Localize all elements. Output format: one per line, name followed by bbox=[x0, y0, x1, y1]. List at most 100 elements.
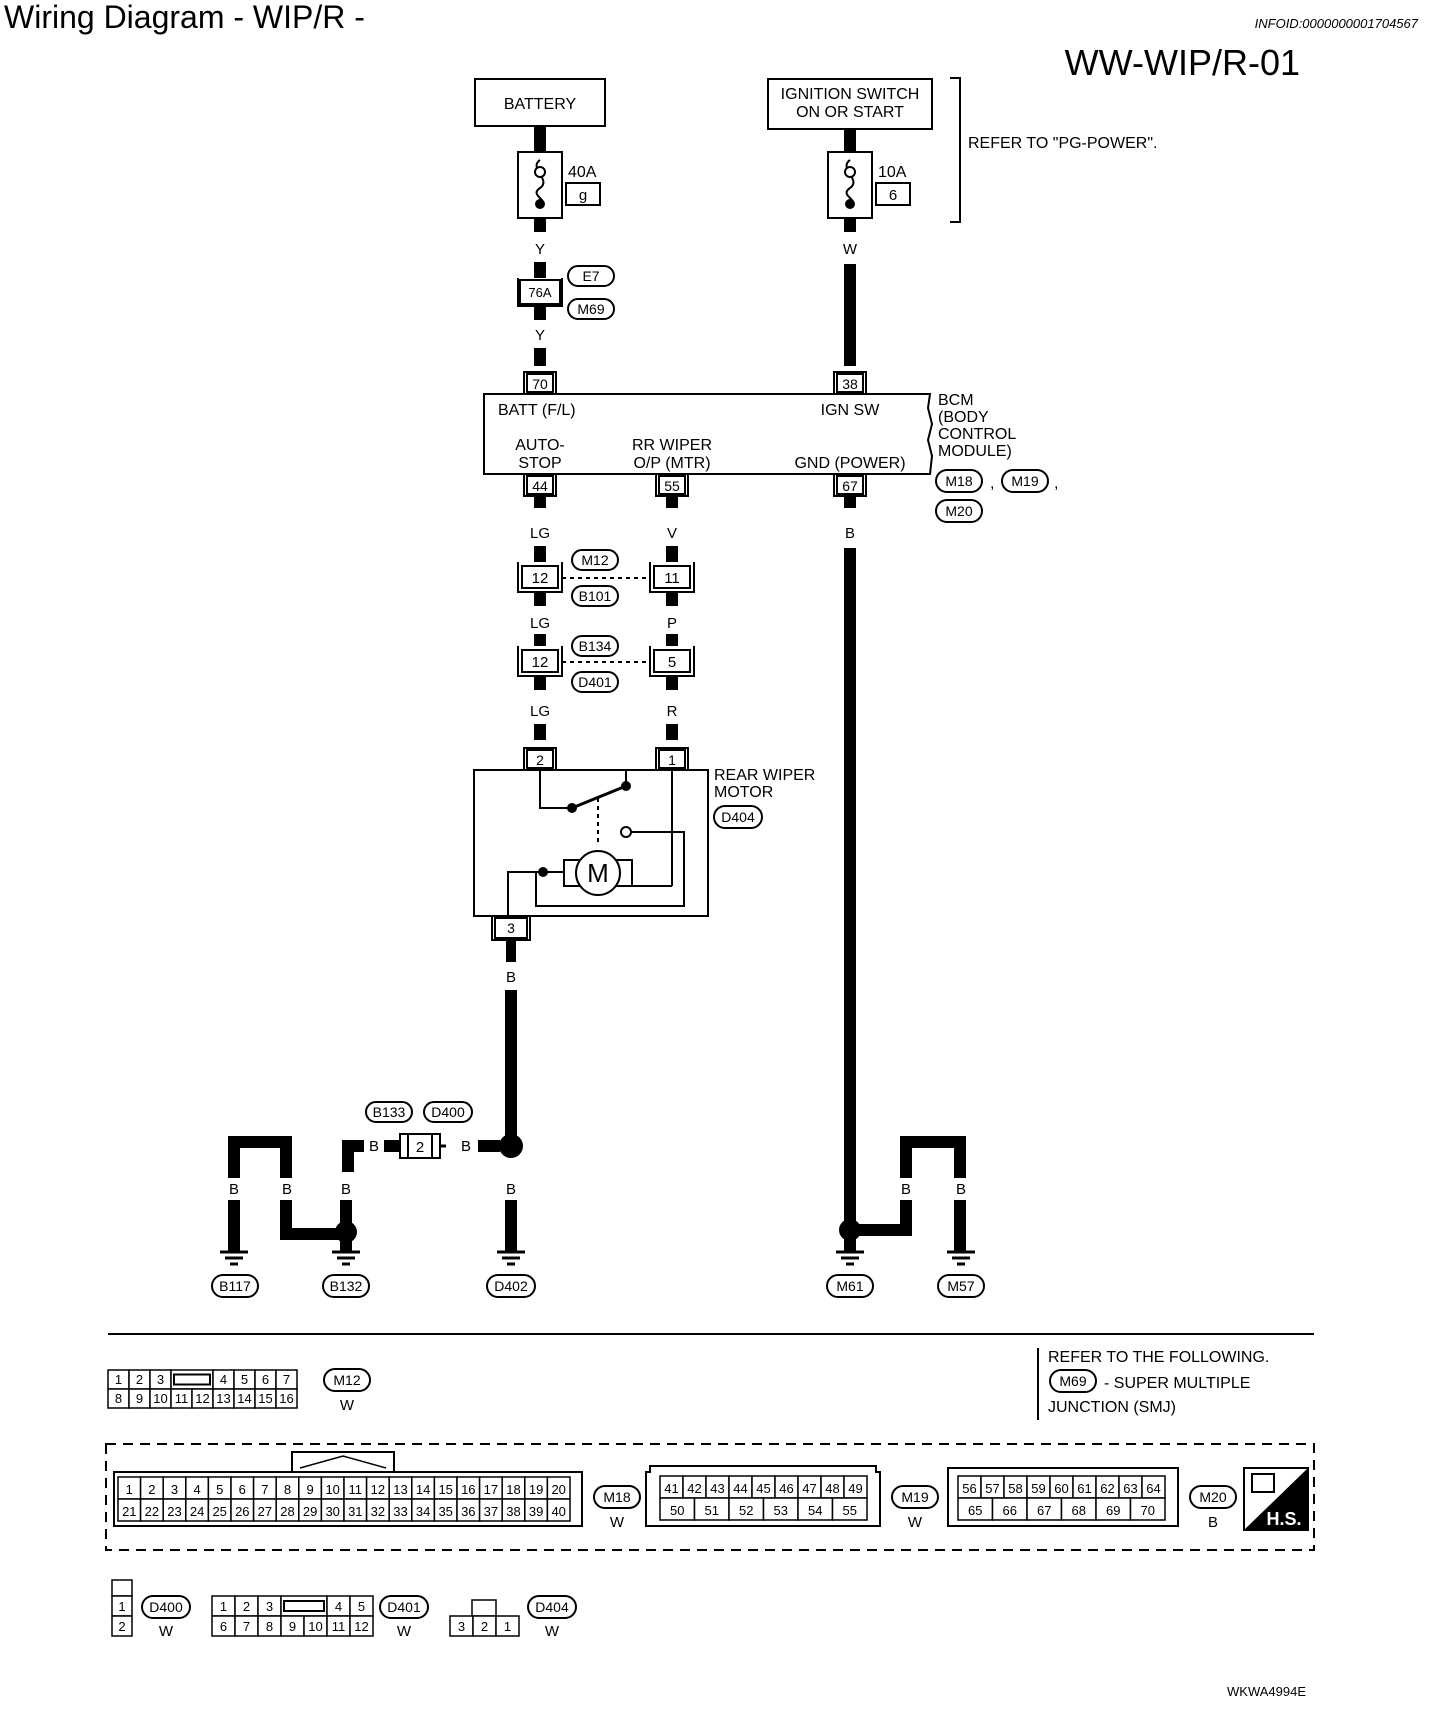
m19-pin: 42 bbox=[687, 1481, 701, 1496]
d400-cell bbox=[111, 1615, 133, 1637]
m18-pin: 15 bbox=[438, 1482, 452, 1497]
m12-pin: 12 bbox=[195, 1391, 209, 1406]
bcm-pin-44: 44 bbox=[532, 478, 548, 494]
info-id: INFOID:0000000001704567 bbox=[1255, 16, 1419, 31]
bcm-conn-m18: M18 bbox=[945, 473, 972, 489]
gj-wire-b-right: B bbox=[461, 1138, 471, 1155]
m12-pin: 14 bbox=[237, 1391, 251, 1406]
m18-pin: 3 bbox=[171, 1482, 178, 1497]
m12-pin: 3 bbox=[157, 1372, 164, 1387]
ground-symbols bbox=[220, 1250, 975, 1266]
wire-color-lg-1: LG bbox=[530, 525, 550, 542]
d404-pin: 3 bbox=[458, 1619, 465, 1634]
bcm-label-auto-1: AUTO- bbox=[515, 437, 564, 454]
d401-pin: 4 bbox=[335, 1599, 342, 1614]
ground-b117: B117 bbox=[219, 1278, 251, 1294]
m18-pin: 31 bbox=[348, 1504, 362, 1519]
bcm-comma-1: , bbox=[990, 475, 994, 492]
m20-pin: 56 bbox=[962, 1481, 976, 1496]
m20-pin: 67 bbox=[1037, 1503, 1051, 1518]
splice-d402 bbox=[499, 1134, 523, 1158]
wire-color-b-b117: B bbox=[229, 1181, 239, 1198]
m18-pin: 33 bbox=[393, 1504, 407, 1519]
bcm-label-rr-1: RR WIPER bbox=[632, 437, 712, 454]
m12-pin: 9 bbox=[136, 1391, 143, 1406]
m18-pin: 22 bbox=[145, 1504, 159, 1519]
bcm-label-auto-2: STOP bbox=[518, 455, 561, 472]
d401-pin: 12 bbox=[354, 1619, 368, 1634]
m20-pin: 60 bbox=[1054, 1481, 1068, 1496]
m19-pin: 54 bbox=[808, 1503, 822, 1518]
m20-pin: 70 bbox=[1141, 1503, 1155, 1518]
wire-color-y-2: Y bbox=[535, 327, 545, 344]
joint-pin-76a: 76A bbox=[528, 285, 551, 300]
wire-color-b-m61: B bbox=[845, 1181, 855, 1198]
fuse2-id: 6 bbox=[889, 187, 897, 204]
m18-pin: 16 bbox=[461, 1482, 475, 1497]
m12-pin: 15 bbox=[258, 1391, 272, 1406]
m18-pin: 26 bbox=[235, 1504, 249, 1519]
refer-line1: REFER TO THE FOLLOWING. bbox=[1048, 1349, 1269, 1366]
m18-pin: 35 bbox=[438, 1504, 452, 1519]
m20-pin: 64 bbox=[1146, 1481, 1160, 1496]
motor-pin-1: 1 bbox=[668, 752, 676, 768]
bcm-connectors-frame bbox=[105, 1443, 1315, 1551]
m18-pin: 21 bbox=[122, 1504, 136, 1519]
refer-bracket bbox=[950, 77, 961, 223]
connector-view-d404-label: D404 W bbox=[527, 1595, 577, 1640]
d401-pin: 11 bbox=[332, 1619, 346, 1634]
d401-pin: 10 bbox=[308, 1619, 322, 1634]
c2-conn-b: D401 bbox=[578, 674, 612, 690]
diagram-id: WW-WIP/R-01 bbox=[1065, 42, 1300, 83]
m18-pin: 25 bbox=[212, 1504, 226, 1519]
m20-pin: 65 bbox=[968, 1503, 982, 1518]
c1-conn-b: B101 bbox=[579, 588, 612, 604]
m18-pin: 30 bbox=[325, 1504, 339, 1519]
connector-b134-d401: 12 5 B134 D401 bbox=[517, 634, 695, 693]
bcm-name-3: CONTROL bbox=[938, 426, 1016, 443]
refer-line2: - SUPER MULTIPLE bbox=[1104, 1375, 1250, 1392]
d404-pin: 2 bbox=[481, 1619, 488, 1634]
m20-pin: 59 bbox=[1031, 1481, 1045, 1496]
m18-pin: 13 bbox=[393, 1482, 407, 1497]
connector-view-d400: 12 bbox=[111, 1579, 133, 1637]
m18-pin: 34 bbox=[416, 1504, 430, 1519]
ground-d402: D402 bbox=[494, 1278, 528, 1294]
fuse2-amp: 10A bbox=[878, 164, 907, 181]
ground-m61: M61 bbox=[836, 1278, 863, 1294]
d401-cell bbox=[349, 1615, 374, 1637]
motor-conn-d404: D404 bbox=[721, 809, 755, 825]
m18-pin: 7 bbox=[261, 1482, 268, 1497]
m19-pin: 46 bbox=[779, 1481, 793, 1496]
bcm-label-gnd: GND (POWER) bbox=[794, 455, 905, 472]
motor-pin-3: 3 bbox=[507, 920, 515, 936]
connector-view-d401-label: D401 W bbox=[379, 1595, 429, 1640]
d401-pin: 9 bbox=[289, 1619, 296, 1634]
bcm-conn-m20: M20 bbox=[945, 503, 972, 519]
bcm-pin-67: 67 bbox=[842, 478, 858, 494]
wire-bcm-ground bbox=[844, 548, 856, 1232]
wire-color-w: W bbox=[843, 241, 858, 258]
m20-pin: 61 bbox=[1077, 1481, 1091, 1496]
cv-m12-id: M12 bbox=[333, 1372, 360, 1388]
cv-m12-color: W bbox=[340, 1397, 355, 1414]
wire-ign bbox=[844, 264, 856, 366]
refer-following: REFER TO THE FOLLOWING. M69 - SUPER MULT… bbox=[1037, 1348, 1269, 1420]
c1-conn-a: M12 bbox=[581, 552, 608, 568]
c1-pin-right: 11 bbox=[664, 570, 680, 587]
m18-pin: 6 bbox=[239, 1482, 246, 1497]
bcm-conn-m19: M19 bbox=[1011, 473, 1038, 489]
connector-m12-b101: 12 11 M12 B101 bbox=[517, 546, 695, 607]
m18-pin: 12 bbox=[371, 1482, 385, 1497]
figure-code: WKWA4994E bbox=[1227, 1684, 1306, 1699]
cv-m18-id: M18 bbox=[603, 1489, 630, 1505]
cv-d400-id: D400 bbox=[149, 1599, 183, 1615]
cv-m18-color: W bbox=[610, 1514, 625, 1531]
battery-box: BATTERY bbox=[474, 78, 606, 127]
m19-pin: 45 bbox=[756, 1481, 770, 1496]
refer-line3: JUNCTION (SMJ) bbox=[1048, 1399, 1176, 1416]
m18-pin: 8 bbox=[284, 1482, 291, 1497]
m19-pin: 55 bbox=[843, 1503, 857, 1518]
